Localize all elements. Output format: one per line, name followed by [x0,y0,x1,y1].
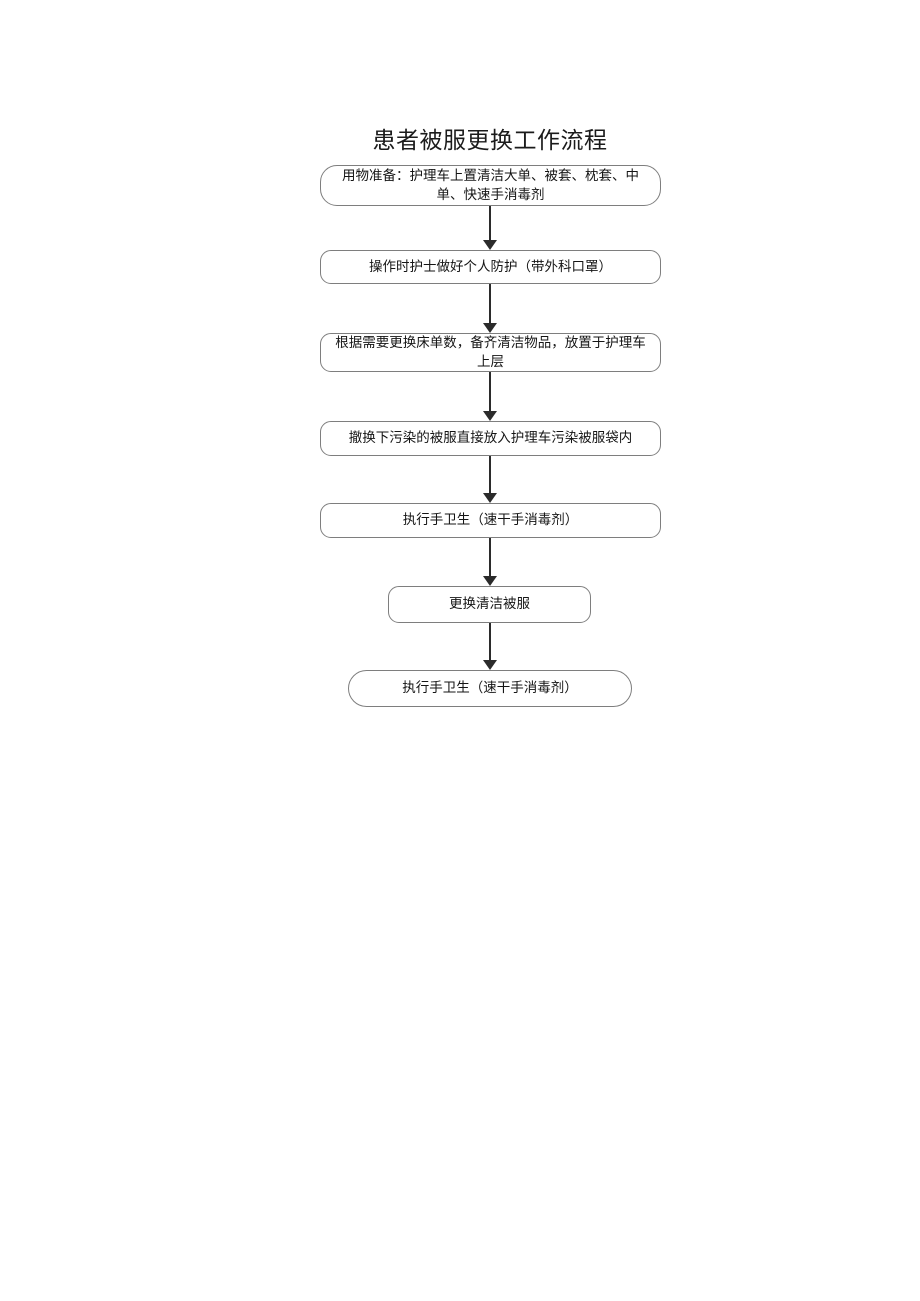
arrow-down-icon [483,240,497,250]
arrow-down-icon [483,660,497,670]
flow-node-label: 根据需要更换床单数，备齐清洁物品，放置于护理车 上层 [335,334,646,370]
flow-node-prepare-clean-items[interactable]: 根据需要更换床单数，备齐清洁物品，放置于护理车 上层 [320,333,661,372]
flow-node-hand-hygiene-second[interactable]: 执行手卫生（速干手消毒剂） [348,670,632,707]
arrow-down-icon [483,576,497,586]
connector-line [489,206,491,240]
connector-line [489,538,491,576]
arrow-down-icon [483,323,497,333]
arrow-down-icon [483,493,497,503]
page-title: 患者被服更换工作流程 [372,128,608,154]
flow-node-hand-hygiene-first[interactable]: 执行手卫生（速干手消毒剂） [320,503,661,538]
flow-node-label: 撤换下污染的被服直接放入护理车污染被服袋内 [348,430,633,446]
flow-node-label: 用物准备：护理车上置清洁大单、被套、枕套、中 单、快速手消毒剂 [342,167,639,203]
arrow-down-icon [483,411,497,421]
flow-node-label: 操作时护士做好个人防护（带外科口罩） [369,258,612,275]
connector-line [489,284,491,323]
flow-node-dispose-soiled-linen[interactable]: 撤换下污染的被服直接放入护理车污染被服袋内 [320,421,661,456]
connector-line [489,372,491,411]
flow-node-label: 执行手卫生（速干手消毒剂） [402,680,578,696]
connector-line [489,456,491,493]
connector-line [489,623,491,660]
flow-node-personal-protection[interactable]: 操作时护士做好个人防护（带外科口罩） [320,250,661,284]
flow-node-label: 更换清洁被服 [449,596,530,612]
flow-node-materials-preparation[interactable]: 用物准备：护理车上置清洁大单、被套、枕套、中 单、快速手消毒剂 [320,165,661,206]
flow-node-replace-clean-linen[interactable]: 更换清洁被服 [388,586,591,623]
flow-node-label: 执行手卫生（速干手消毒剂） [402,512,579,528]
